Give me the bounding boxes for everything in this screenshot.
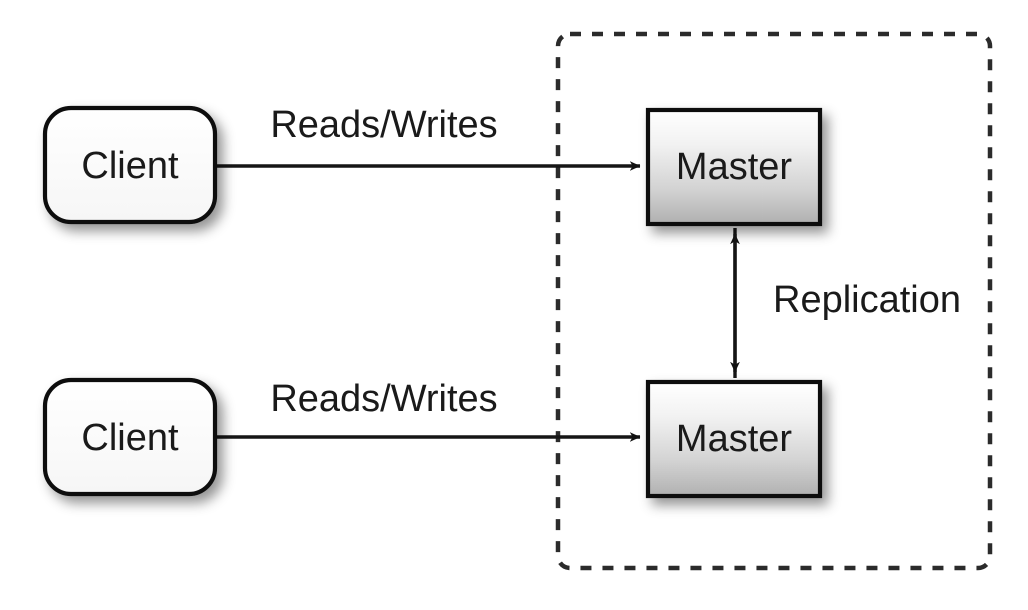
master-label: Master [676, 418, 792, 460]
node-master-top[interactable]: Master [645, 107, 823, 227]
master-box[interactable] [645, 379, 823, 499]
replication-cluster-boundary [555, 31, 993, 571]
client-box[interactable] [42, 105, 218, 225]
edge-label-reads-writes-bottom: Reads/Writes [270, 378, 497, 420]
client-box[interactable] [42, 377, 218, 497]
node-client-bottom[interactable]: Client [42, 377, 218, 497]
node-master-bottom[interactable]: Master [645, 379, 823, 499]
client-label: Client [81, 417, 179, 459]
master-label: Master [676, 146, 792, 188]
edge-label-reads-writes-top: Reads/Writes [270, 104, 497, 146]
client-label: Client [81, 145, 179, 187]
master-box[interactable] [645, 107, 823, 227]
edge-label-replication: Replication [773, 279, 961, 321]
node-client-top[interactable]: Client [42, 105, 218, 225]
